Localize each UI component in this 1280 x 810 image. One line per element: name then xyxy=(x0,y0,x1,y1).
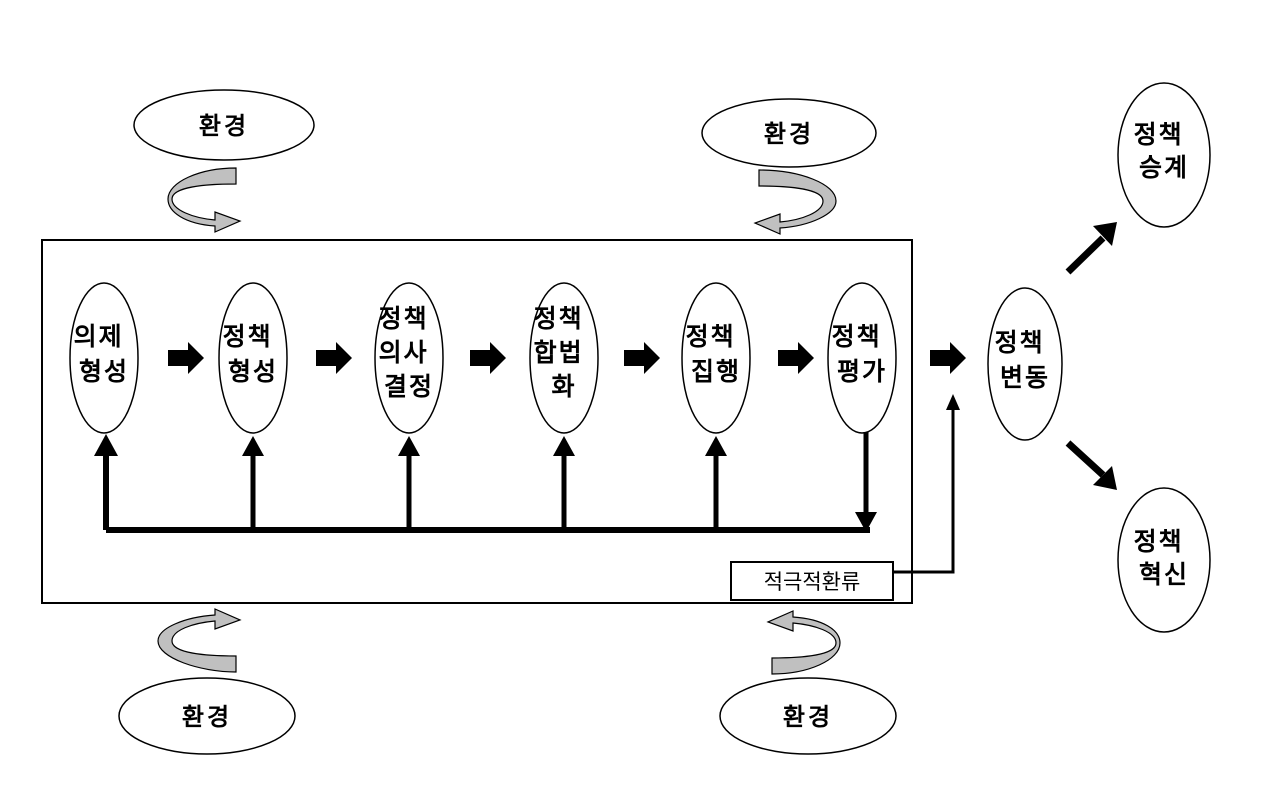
stage-line: 집행 xyxy=(691,357,741,386)
outcome-line: 혁신 xyxy=(1139,560,1189,589)
svg-text:정책 평가: 정책 평가 xyxy=(832,322,893,386)
active-feedback-connector xyxy=(893,408,955,574)
svg-text:정책 승계: 정책 승계 xyxy=(1134,120,1195,182)
feedback-loop xyxy=(103,432,870,533)
stage-line: 의제 xyxy=(74,322,124,351)
stage-line: 합법 xyxy=(534,338,584,367)
arrow-to-succession xyxy=(1065,235,1106,275)
feedback-arrowhead-up xyxy=(398,436,420,456)
stage-line: 결정 xyxy=(384,372,434,401)
block-arrow-right xyxy=(470,342,506,374)
stage-line: 정책 xyxy=(686,322,736,351)
swirl-arrow-top-right xyxy=(753,169,837,235)
svg-text:정책 변동: 정책 변동 xyxy=(995,328,1056,392)
environment-bottom-left: 환경 xyxy=(118,677,296,755)
stage-policy-formation: 정책 형성 xyxy=(218,282,288,434)
svg-text:정책 형성: 정책 형성 xyxy=(223,322,284,386)
environment-label: 환경 xyxy=(764,120,814,148)
environment-top-left: 환경 xyxy=(133,89,315,161)
svg-text:정책 합법 화: 정책 합법 화 xyxy=(534,304,595,401)
block-arrow-right xyxy=(168,342,204,374)
active-feedback-label: 적극적환류 xyxy=(764,570,861,594)
svg-text:의제 형성: 의제 형성 xyxy=(74,322,135,386)
stage-line: 형성 xyxy=(79,357,129,386)
outcome-line: 정책 xyxy=(1134,120,1184,149)
feedback-arrowhead-up xyxy=(94,434,118,456)
block-arrow-right xyxy=(624,342,660,374)
arrowhead xyxy=(1093,466,1117,490)
svg-text:정책 의사 결정: 정책 의사 결정 xyxy=(379,304,440,401)
svg-text:정책 혁신: 정책 혁신 xyxy=(1134,527,1195,589)
block-arrow-right xyxy=(930,342,966,374)
stage-line: 정책 xyxy=(223,322,273,351)
environment-top-right: 환경 xyxy=(701,98,877,168)
policy-change-line: 정책 xyxy=(995,328,1045,357)
stage-policy-implementation: 정책 집행 xyxy=(681,282,751,434)
stage-line: 평가 xyxy=(837,357,887,386)
stage-policy-evaluation: 정책 평가 xyxy=(827,282,897,434)
outcome-line: 승계 xyxy=(1139,153,1189,182)
swirl-arrow-bottom-right xyxy=(766,610,841,675)
policy-change-node: 정책 변동 xyxy=(987,287,1063,441)
stage-line: 화 xyxy=(551,372,576,401)
process-frame xyxy=(41,239,913,604)
outcome-line: 정책 xyxy=(1134,527,1184,556)
stage-policy-decision: 정책 의사 결정 xyxy=(374,282,444,434)
swirl-arrow-top-left xyxy=(167,167,242,233)
feedback-arrowhead-down xyxy=(855,512,877,532)
environment-label: 환경 xyxy=(182,703,232,731)
stage-line: 정책 xyxy=(379,304,429,333)
environment-bottom-right: 환경 xyxy=(719,677,897,755)
policy-innovation-node: 정책 혁신 xyxy=(1117,487,1211,633)
block-arrow-right xyxy=(778,342,814,374)
policy-succession-node: 정책 승계 xyxy=(1117,82,1211,228)
active-feedback: 적극적환류 xyxy=(730,561,894,601)
feedback-arrowhead-up xyxy=(705,436,727,456)
svg-text:정책 집행: 정책 집행 xyxy=(686,322,747,386)
stage-line: 정책 xyxy=(534,304,584,333)
stage-line: 의사 xyxy=(379,338,429,367)
active-feedback-arrowhead xyxy=(946,394,960,410)
feedback-arrowhead-up xyxy=(553,436,575,456)
arrow-to-innovation xyxy=(1065,440,1106,478)
stage-policy-legitimation: 정책 합법 화 xyxy=(529,282,599,434)
stage-line: 정책 xyxy=(832,322,882,351)
environment-label: 환경 xyxy=(783,703,833,731)
stage-agenda-setting: 의제 형성 xyxy=(69,282,139,434)
arrowhead xyxy=(1093,222,1117,246)
feedback-arrowhead-up xyxy=(242,436,264,456)
environment-label: 환경 xyxy=(199,112,249,140)
swirl-arrow-bottom-left xyxy=(157,608,242,673)
policy-change-line: 변동 xyxy=(1000,363,1050,392)
block-arrow-right xyxy=(316,342,352,374)
stage-line: 형성 xyxy=(228,357,278,386)
